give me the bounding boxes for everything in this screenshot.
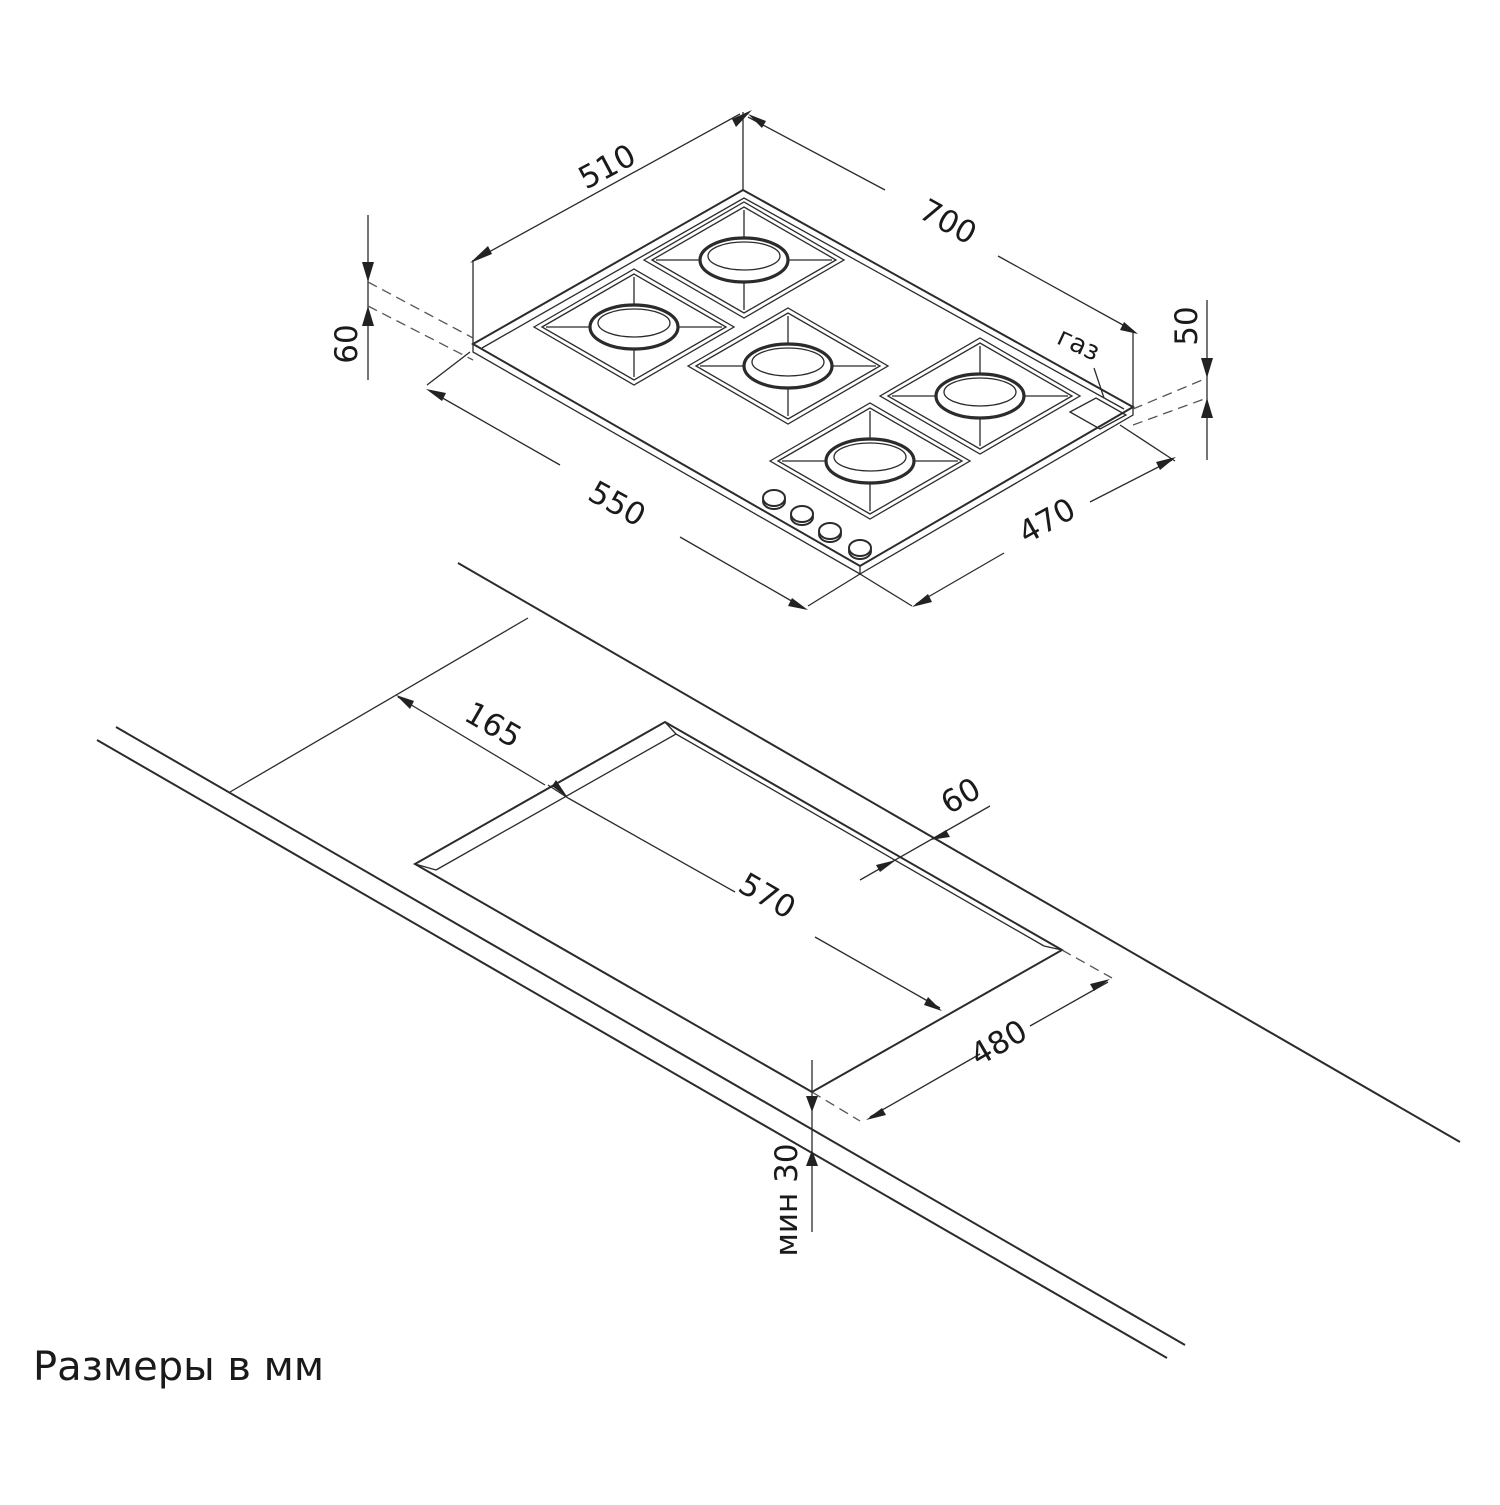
dim-hob-width-550: 550: [582, 474, 651, 534]
dim-hob-width-700: 700: [913, 192, 982, 252]
burner-1: [642, 201, 846, 319]
dim-front-margin-60: 60: [935, 771, 987, 822]
control-knobs: [762, 489, 872, 560]
countertop-dimensions: [396, 695, 1113, 1232]
knob-2: [790, 505, 814, 526]
burner-3: [686, 307, 890, 425]
dim-hob-depth-510: 510: [573, 137, 642, 197]
dim-hob-height-50: 50: [1169, 306, 1205, 345]
gas-label: газ: [1052, 322, 1104, 368]
hob-dim-labels: 510 700 60 50 550 470 газ: [329, 137, 1205, 551]
burner-4: [878, 337, 1082, 455]
units-caption: Размеры в мм: [33, 1344, 324, 1390]
dim-hob-height-60: 60: [329, 324, 365, 363]
dim-rear-offset-165: 165: [458, 695, 527, 756]
hob-dimensions: [362, 110, 1213, 610]
gas-connector: [1068, 397, 1128, 430]
burner-grids: [532, 201, 1082, 520]
dim-hob-depth-470: 470: [1013, 491, 1082, 551]
burner-2: [532, 268, 736, 386]
knob-3: [818, 522, 842, 543]
burner-5: [768, 402, 972, 520]
knob-4: [848, 539, 872, 560]
dim-min-thickness-30: мин 30: [769, 1143, 805, 1256]
dim-cutout-width-570: 570: [732, 866, 801, 927]
dim-cutout-depth-480: 480: [964, 1013, 1033, 1074]
knob-1: [762, 489, 786, 510]
